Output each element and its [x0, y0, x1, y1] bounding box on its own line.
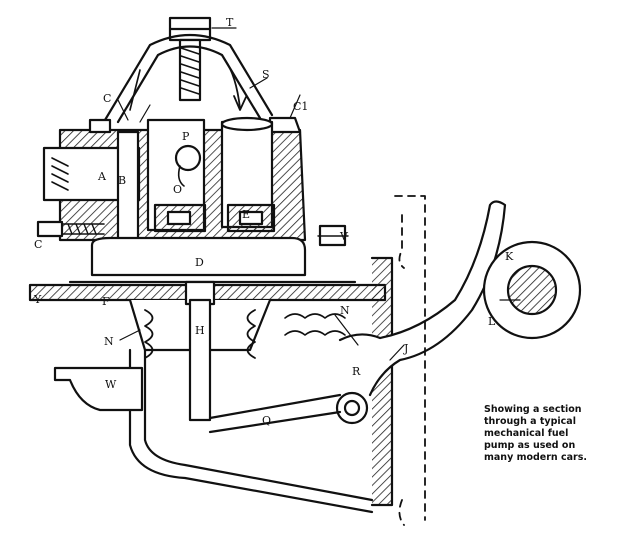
- dome-cover: [103, 33, 274, 124]
- label-D: D: [195, 256, 204, 269]
- part-labels: T S C C1 A B P O E C V D Y F K L N H N J…: [33, 16, 514, 427]
- label-S: S: [262, 68, 270, 81]
- figure-caption: Showing a section through a typical mech…: [484, 404, 634, 464]
- label-C-side: C: [34, 238, 42, 251]
- label-L: L: [488, 315, 496, 328]
- leader-lines: [117, 27, 521, 361]
- valves: [153, 203, 276, 233]
- caption-line: Showing a section: [484, 404, 582, 415]
- lever-spring: [284, 313, 346, 336]
- label-H: H: [195, 324, 205, 337]
- label-B: B: [118, 174, 126, 187]
- side-screw: [36, 220, 105, 238]
- top-screw: [168, 16, 212, 102]
- label-C-top: C: [103, 92, 111, 105]
- label-E: E: [242, 208, 250, 221]
- label-A: A: [97, 170, 107, 183]
- caption-line: many modern cars.: [484, 452, 587, 463]
- label-O: O: [173, 183, 182, 196]
- label-N-right: N: [340, 304, 350, 317]
- label-C1: C1: [293, 100, 308, 113]
- label-V: V: [339, 230, 349, 243]
- label-N-left: N: [104, 335, 114, 348]
- label-R: R: [352, 365, 361, 378]
- diaphragm-spring: [144, 280, 256, 422]
- label-T: T: [226, 16, 234, 29]
- label-Q: Q: [262, 414, 271, 427]
- label-Y: Y: [33, 293, 42, 306]
- caption-line: through a typical: [484, 416, 576, 427]
- label-F: F: [102, 295, 110, 308]
- caption-line: mechanical fuel: [484, 428, 569, 439]
- engine-mounting-outline: [394, 195, 426, 526]
- inlet-chamber: [42, 130, 141, 244]
- label-K: K: [505, 250, 514, 263]
- rocker-arm: [208, 200, 507, 434]
- label-P: P: [182, 130, 190, 143]
- mounting-bracket: [53, 366, 144, 412]
- label-W: W: [105, 378, 117, 391]
- label-J: J: [403, 342, 408, 355]
- caption-line: pump as used on: [484, 440, 576, 451]
- eccentric-cam: [482, 240, 582, 340]
